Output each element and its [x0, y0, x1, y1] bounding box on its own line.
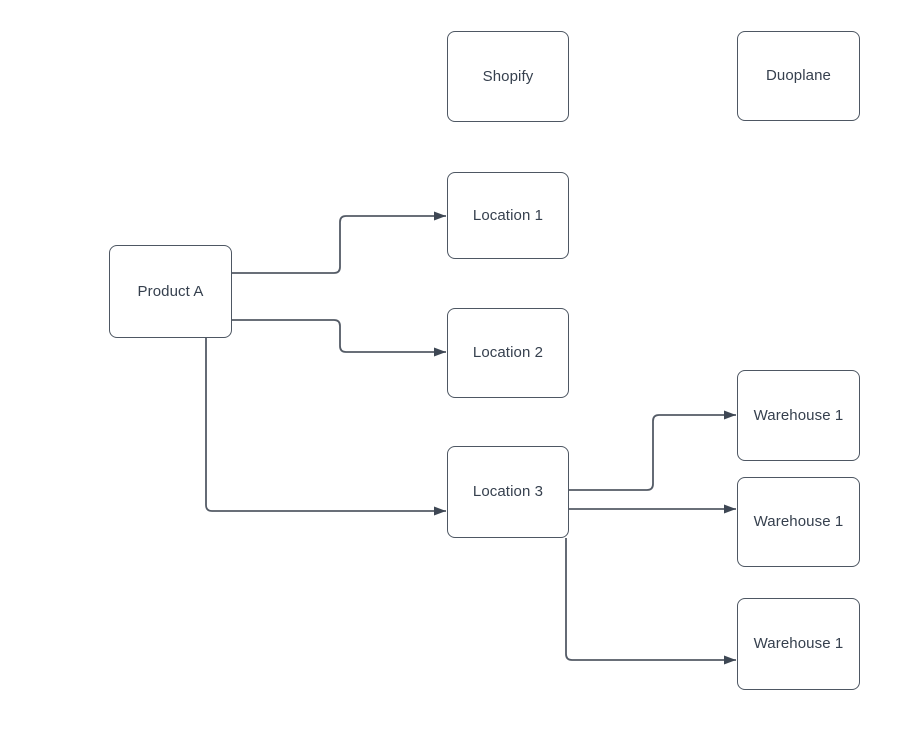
node-duoplane-label: Duoplane: [765, 67, 832, 84]
edge-product-a-to-location-3: [205, 338, 446, 516]
node-shopify: Shopify: [447, 31, 569, 122]
node-warehouse-1-bottom-label: Warehouse 1: [753, 635, 844, 652]
node-duoplane: Duoplane: [737, 31, 860, 121]
node-location-3-label: Location 3: [472, 483, 544, 500]
edge-location-3-to-warehouse-1c: [565, 538, 736, 665]
node-warehouse-1-bottom: Warehouse 1: [737, 598, 860, 690]
node-warehouse-1-middle-label: Warehouse 1: [753, 513, 844, 530]
node-warehouse-1-top-label: Warehouse 1: [753, 406, 844, 424]
node-product-a-label: Product A: [137, 282, 204, 300]
node-location-2-label: Location 2: [472, 344, 544, 361]
node-location-3: Location 3: [447, 446, 569, 538]
edge-location-3-to-warehouse-1a: [569, 410, 736, 491]
edge-product-a-to-location-1: [232, 211, 446, 274]
edge-product-a-to-location-2: [232, 319, 446, 357]
node-product-a: Product A: [109, 245, 232, 338]
node-warehouse-1-middle: Warehouse 1: [737, 477, 860, 567]
node-location-1-label: Location 1: [472, 206, 544, 224]
node-location-1: Location 1: [447, 172, 569, 259]
node-shopify-label: Shopify: [482, 67, 534, 85]
node-location-2: Location 2: [447, 308, 569, 398]
node-warehouse-1-top: Warehouse 1: [737, 370, 860, 461]
